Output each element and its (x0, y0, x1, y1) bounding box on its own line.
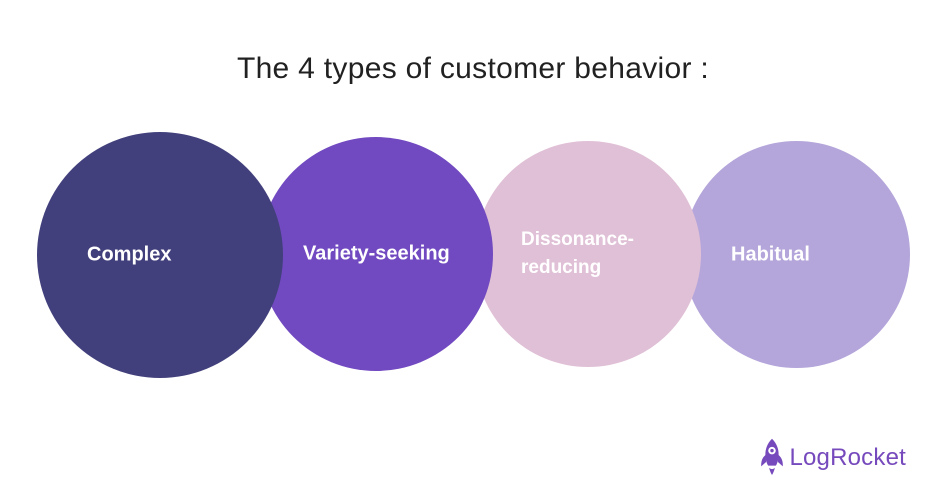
circle-label-habitual: Habitual (731, 243, 810, 265)
circle-label-line1: Dissonance- (521, 229, 634, 250)
circle-variety-seeking: Variety-seeking (259, 137, 493, 371)
circle-dissonance-reducing: Dissonance- reducing (475, 141, 701, 367)
circle-label-line2: reducing (521, 257, 602, 278)
rocket-icon (761, 438, 784, 475)
page-title: The 4 types of customer behavior : (236, 52, 710, 85)
logo-wordmark: LogRocket (789, 443, 906, 471)
circle-complex: Complex (37, 132, 283, 378)
circle-habitual: Habitual (683, 141, 910, 368)
circle-label-variety-seeking: Variety-seeking (303, 242, 450, 265)
circle-label-dissonance-reducing: Dissonance- reducing (521, 226, 634, 282)
circle-label-complex: Complex (87, 243, 172, 266)
logrocket-logo: LogRocket (757, 437, 906, 478)
